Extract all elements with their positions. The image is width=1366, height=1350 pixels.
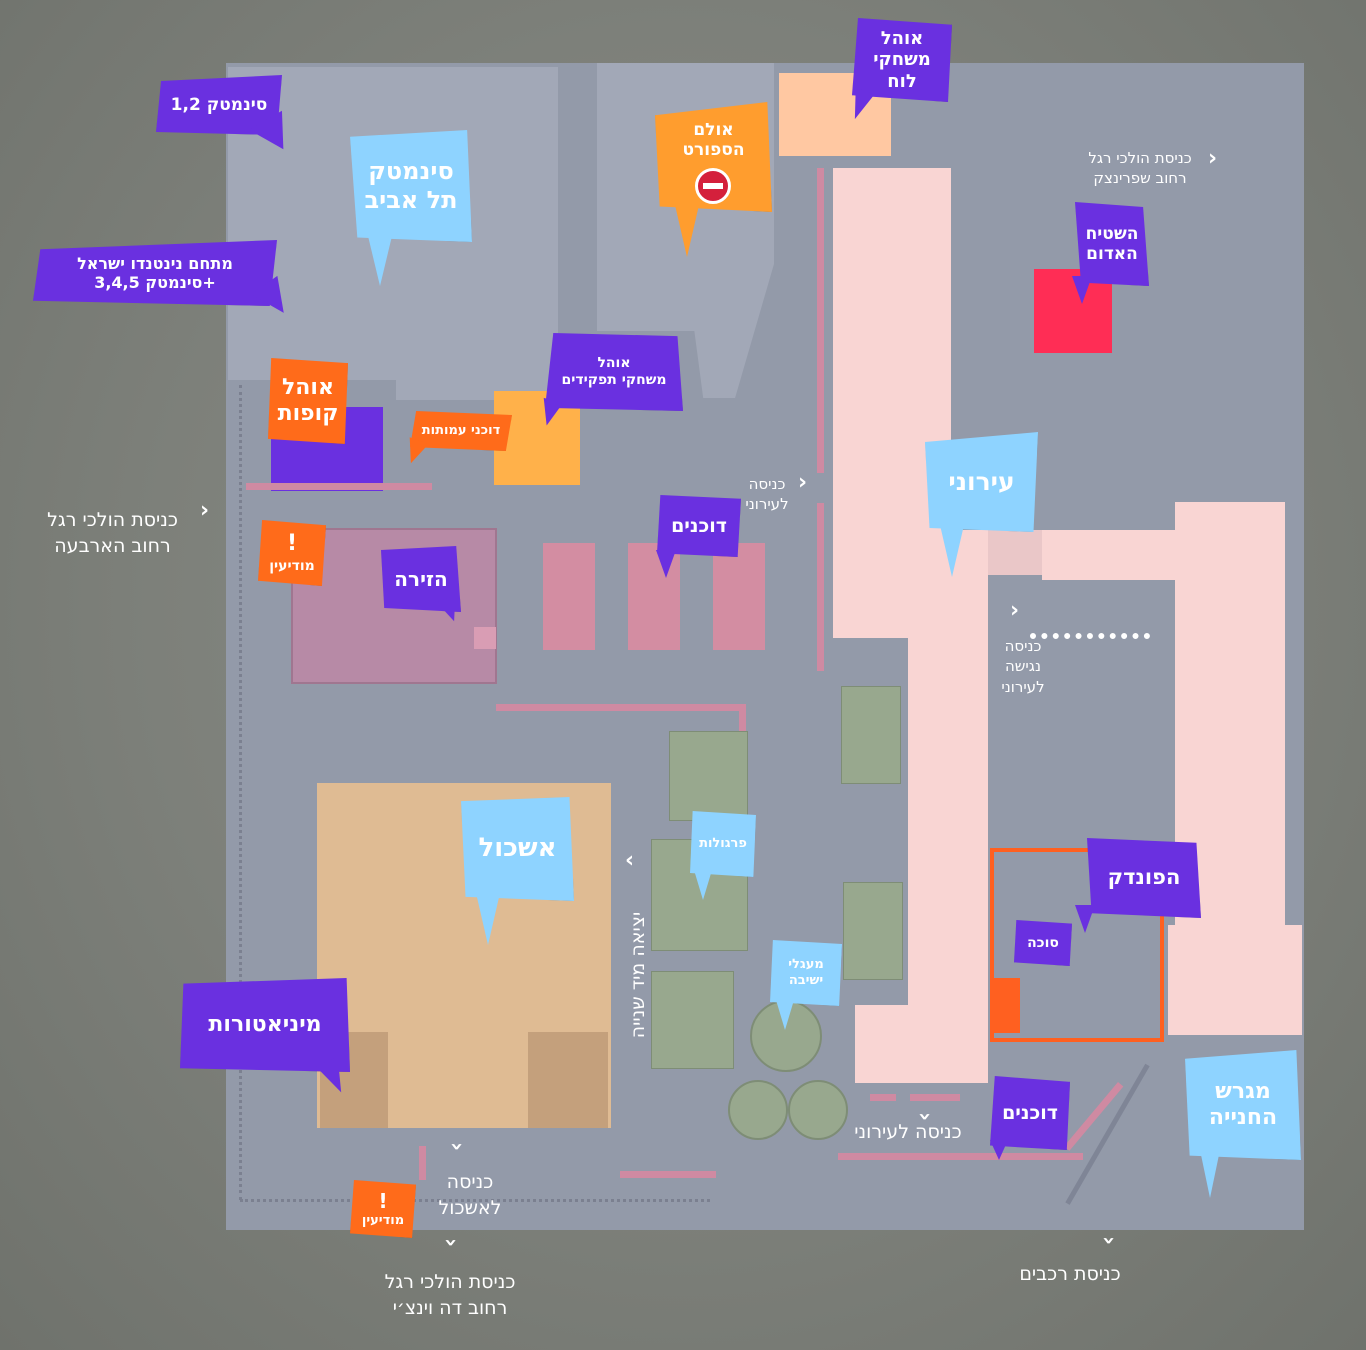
- booths-label: דוכנים: [657, 495, 741, 557]
- label-tail: [368, 236, 392, 286]
- pergolas-label: פרגולות: [690, 811, 756, 877]
- eshkol-entrance-text: כניסה לאשכול: [438, 1171, 502, 1219]
- iryoni-building-south: [855, 1005, 988, 1083]
- arbaa-entrance-text: כניסת הולכי רגל רחוב הארבעה: [47, 509, 178, 557]
- arena-label: הזירה: [381, 546, 461, 612]
- label-tail: [1200, 1150, 1220, 1198]
- cinematheque-tel-aviv-label: סינמטק תל אביב: [350, 130, 472, 242]
- chevron-icon: ‹: [438, 1237, 464, 1248]
- iryoni-label: עירוני: [925, 432, 1038, 532]
- access-path-dots: [1030, 632, 1150, 639]
- iryoni-building-middle: [908, 530, 988, 1083]
- booth-block: [543, 543, 595, 650]
- no-entry-icon: [695, 168, 731, 204]
- label-tail: [656, 550, 676, 578]
- chevron-icon: ‹: [1096, 1235, 1122, 1246]
- davinci-entrance-text: כניסת הולכי רגל רחוב דה וינצ׳י: [384, 1271, 516, 1319]
- chevron-icon: ›: [625, 848, 635, 873]
- booth-strip: [838, 1153, 1083, 1160]
- cinematheque-12-label: סינמטק 1,2: [156, 75, 282, 135]
- rpg-tent-label: אוהל משחקי תפקידים: [545, 333, 683, 411]
- sukkah-structure: [994, 978, 1020, 1033]
- seating-circle: [728, 1080, 788, 1140]
- booths-bottom-label: דוכנים: [990, 1076, 1070, 1150]
- pergola-block: [841, 686, 901, 784]
- walkway-path: [496, 704, 746, 711]
- label-tail: [476, 893, 500, 945]
- iryoni-fence: [817, 503, 824, 671]
- nonprofit-booths-label: דוכני עמותות: [410, 411, 512, 451]
- pergola-block: [651, 971, 734, 1069]
- pergola-block: [669, 731, 748, 821]
- inn-label: הפונדק: [1087, 838, 1201, 918]
- inn-area-outline: [990, 848, 1164, 1042]
- iryoni-building-southeast: [1168, 925, 1302, 1035]
- label-tail: [1075, 905, 1095, 933]
- accessible-entrance-text: כניסה נגישה לעירוני: [1001, 637, 1045, 696]
- chevron-icon: ‹: [444, 1141, 470, 1152]
- eshkol-entrance-path: [419, 1146, 426, 1180]
- label-tail: [675, 205, 699, 257]
- booth-strip: [620, 1171, 716, 1178]
- perimeter-path-west: [238, 385, 242, 1200]
- nintendo-complex-label: מתחם נינטנדו ישראל +סינמטק 3,4,5: [33, 240, 277, 306]
- label-tail: [1072, 276, 1092, 304]
- iryoni-fence: [817, 168, 824, 473]
- parking-lot-label: מגרש החנייה: [1185, 1050, 1301, 1160]
- label-tail: [776, 1000, 794, 1030]
- booth-strip: [910, 1094, 960, 1101]
- ticket-tent-path: [246, 483, 432, 490]
- walkway-path: [739, 704, 746, 734]
- eshkol-label: אשכול: [461, 797, 574, 901]
- iryoni-building-east-wing: [1042, 530, 1187, 580]
- board-games-tent-label: אוהל משחקי לוח: [852, 18, 952, 102]
- label-tail: [694, 870, 712, 900]
- chevron-icon: ‹: [798, 470, 808, 495]
- ticket-tent-label: אוהל קופות: [268, 358, 348, 444]
- iryoni-side-entrance-text: כניסה לעירוני: [745, 475, 789, 514]
- information-label: ! מודיעין: [350, 1180, 416, 1238]
- booth-strip: [870, 1094, 896, 1101]
- chevron-icon: ‹: [1010, 598, 1020, 623]
- red-carpet-label: השטיח האדום: [1075, 202, 1149, 286]
- arena-marker: [474, 627, 496, 649]
- sprinzak-entrance-text: כניסת הולכי רגל רחוב שפרינצק: [1088, 149, 1192, 188]
- iryoni-bottom-entrance-text: כניסה לעירוני: [854, 1121, 962, 1143]
- iryoni-connector: [988, 530, 1044, 575]
- pergola-block: [843, 882, 903, 980]
- exit-text: יציאה מיד שנייה: [627, 911, 649, 1039]
- information-label: ! מודיעין: [258, 520, 326, 586]
- label-tail: [940, 525, 964, 577]
- perimeter-path-south: [240, 1198, 710, 1202]
- chevron-icon: ‹: [1208, 146, 1218, 171]
- booth-block: [713, 543, 765, 650]
- chevron-icon: ‹: [200, 498, 210, 523]
- label-tail: [990, 1140, 1008, 1160]
- seating-circle: [788, 1080, 848, 1140]
- miniatures-label: מיניאטורות: [180, 978, 350, 1072]
- vehicle-entrance-text: כניסת רכבים: [1019, 1263, 1121, 1285]
- seating-circles-label: מעגלי ישיבה: [770, 940, 842, 1006]
- eshkol-wing: [528, 1032, 608, 1128]
- sukkah-label: סוכה: [1014, 920, 1072, 966]
